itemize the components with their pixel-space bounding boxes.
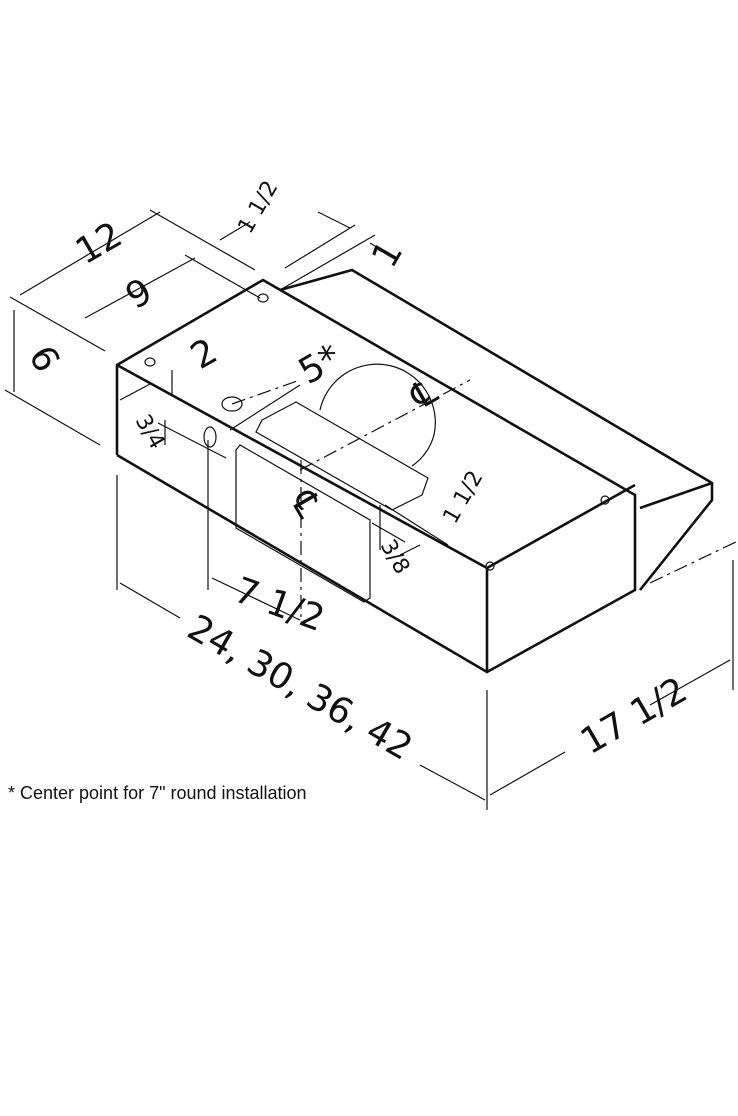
cutouts [144, 293, 610, 603]
dim-duct-from-side: 7 1/2 [229, 570, 330, 640]
centerline-symbol-top: ℄ [403, 371, 444, 419]
dim-hole-offset: 2 [184, 331, 224, 378]
side-hole [203, 426, 217, 448]
dim-rear-lip: 1 [364, 234, 411, 274]
dim-hole-height: 3/4 [130, 411, 169, 454]
mount-hole [144, 357, 156, 367]
wiring-hole [221, 396, 243, 412]
hood-body-outline [115, 268, 714, 674]
mount-hole [257, 293, 269, 303]
keyhole-slot [600, 495, 610, 505]
dim-height: 6 [20, 339, 67, 379]
keyhole-slot [485, 561, 495, 571]
dim-bottom-offset: 3/8 [375, 536, 414, 579]
dim-duct-center: 5* [292, 337, 348, 393]
footnote: * Center point for 7" round installation [8, 783, 307, 803]
centerline-symbol-front: ℄ [282, 483, 330, 524]
dim-rear-offset: 1 1/2 [234, 177, 284, 238]
dim-depth-hole: 9 [119, 271, 159, 318]
dim-front-to-back: 17 1/2 [574, 670, 694, 763]
dim-side-offset: 1 1/2 [439, 467, 489, 528]
dim-depth-total: 12 [69, 214, 129, 272]
dimension-lines [4, 209, 738, 810]
